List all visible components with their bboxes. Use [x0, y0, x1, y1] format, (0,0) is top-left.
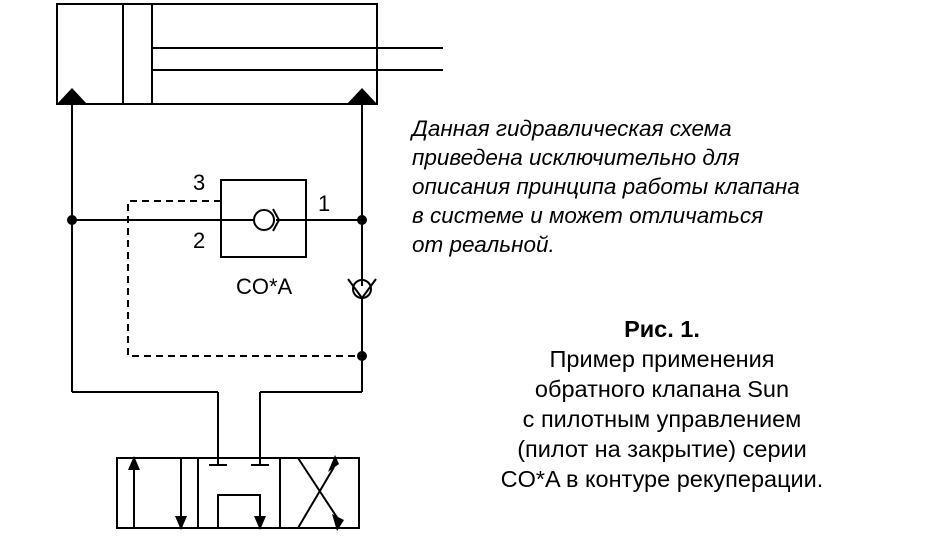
hydraulic-lines — [71, 104, 363, 458]
note-line: в системе и может отличаться — [412, 203, 764, 228]
caption-line: CO*A в контуре рекуперации. — [500, 466, 824, 492]
arrowhead-up-icon — [328, 455, 339, 472]
arrowhead-down-icon — [332, 514, 344, 531]
note-line: от реальной. — [412, 232, 555, 257]
figure-title: Рис. 1. — [624, 316, 700, 342]
caption-line: Пример применения — [549, 346, 775, 372]
hydraulic-cylinder — [56, 3, 443, 105]
check-valve — [347, 278, 377, 299]
coa-valve — [220, 179, 307, 258]
junction-dot — [357, 351, 367, 361]
note-line: приведена исключительно для — [412, 145, 740, 170]
port-label-2: 2 — [193, 228, 205, 253]
arrowhead-down-icon — [254, 516, 266, 530]
port-triangle-right — [347, 88, 377, 104]
pilot-line — [127, 200, 362, 357]
junction-dot — [357, 215, 367, 225]
junction-dot — [67, 215, 77, 225]
port-triangle-left — [57, 88, 87, 104]
port-label-3: 3 — [193, 170, 205, 195]
port-label-1: 1 — [318, 191, 330, 216]
arrowhead-up-icon — [128, 456, 140, 470]
disclaimer-note: Данная гидравлическая схема приведена ис… — [412, 114, 912, 259]
caption-line: с пилотным управлением — [522, 406, 802, 432]
directional-valve — [116, 457, 360, 529]
note-line: описания принципа работы клапана — [412, 174, 800, 199]
figure-caption: Рис. 1. Пример применения обратного клап… — [420, 314, 904, 494]
caption-line: обратного клапана Sun — [534, 376, 790, 402]
arrowhead-down-icon — [175, 516, 187, 530]
caption-line: (пилот на закрытие) серии — [517, 436, 807, 462]
note-line: Данная гидравлическая схема — [412, 116, 732, 141]
valve-label: CO*A — [236, 274, 293, 299]
